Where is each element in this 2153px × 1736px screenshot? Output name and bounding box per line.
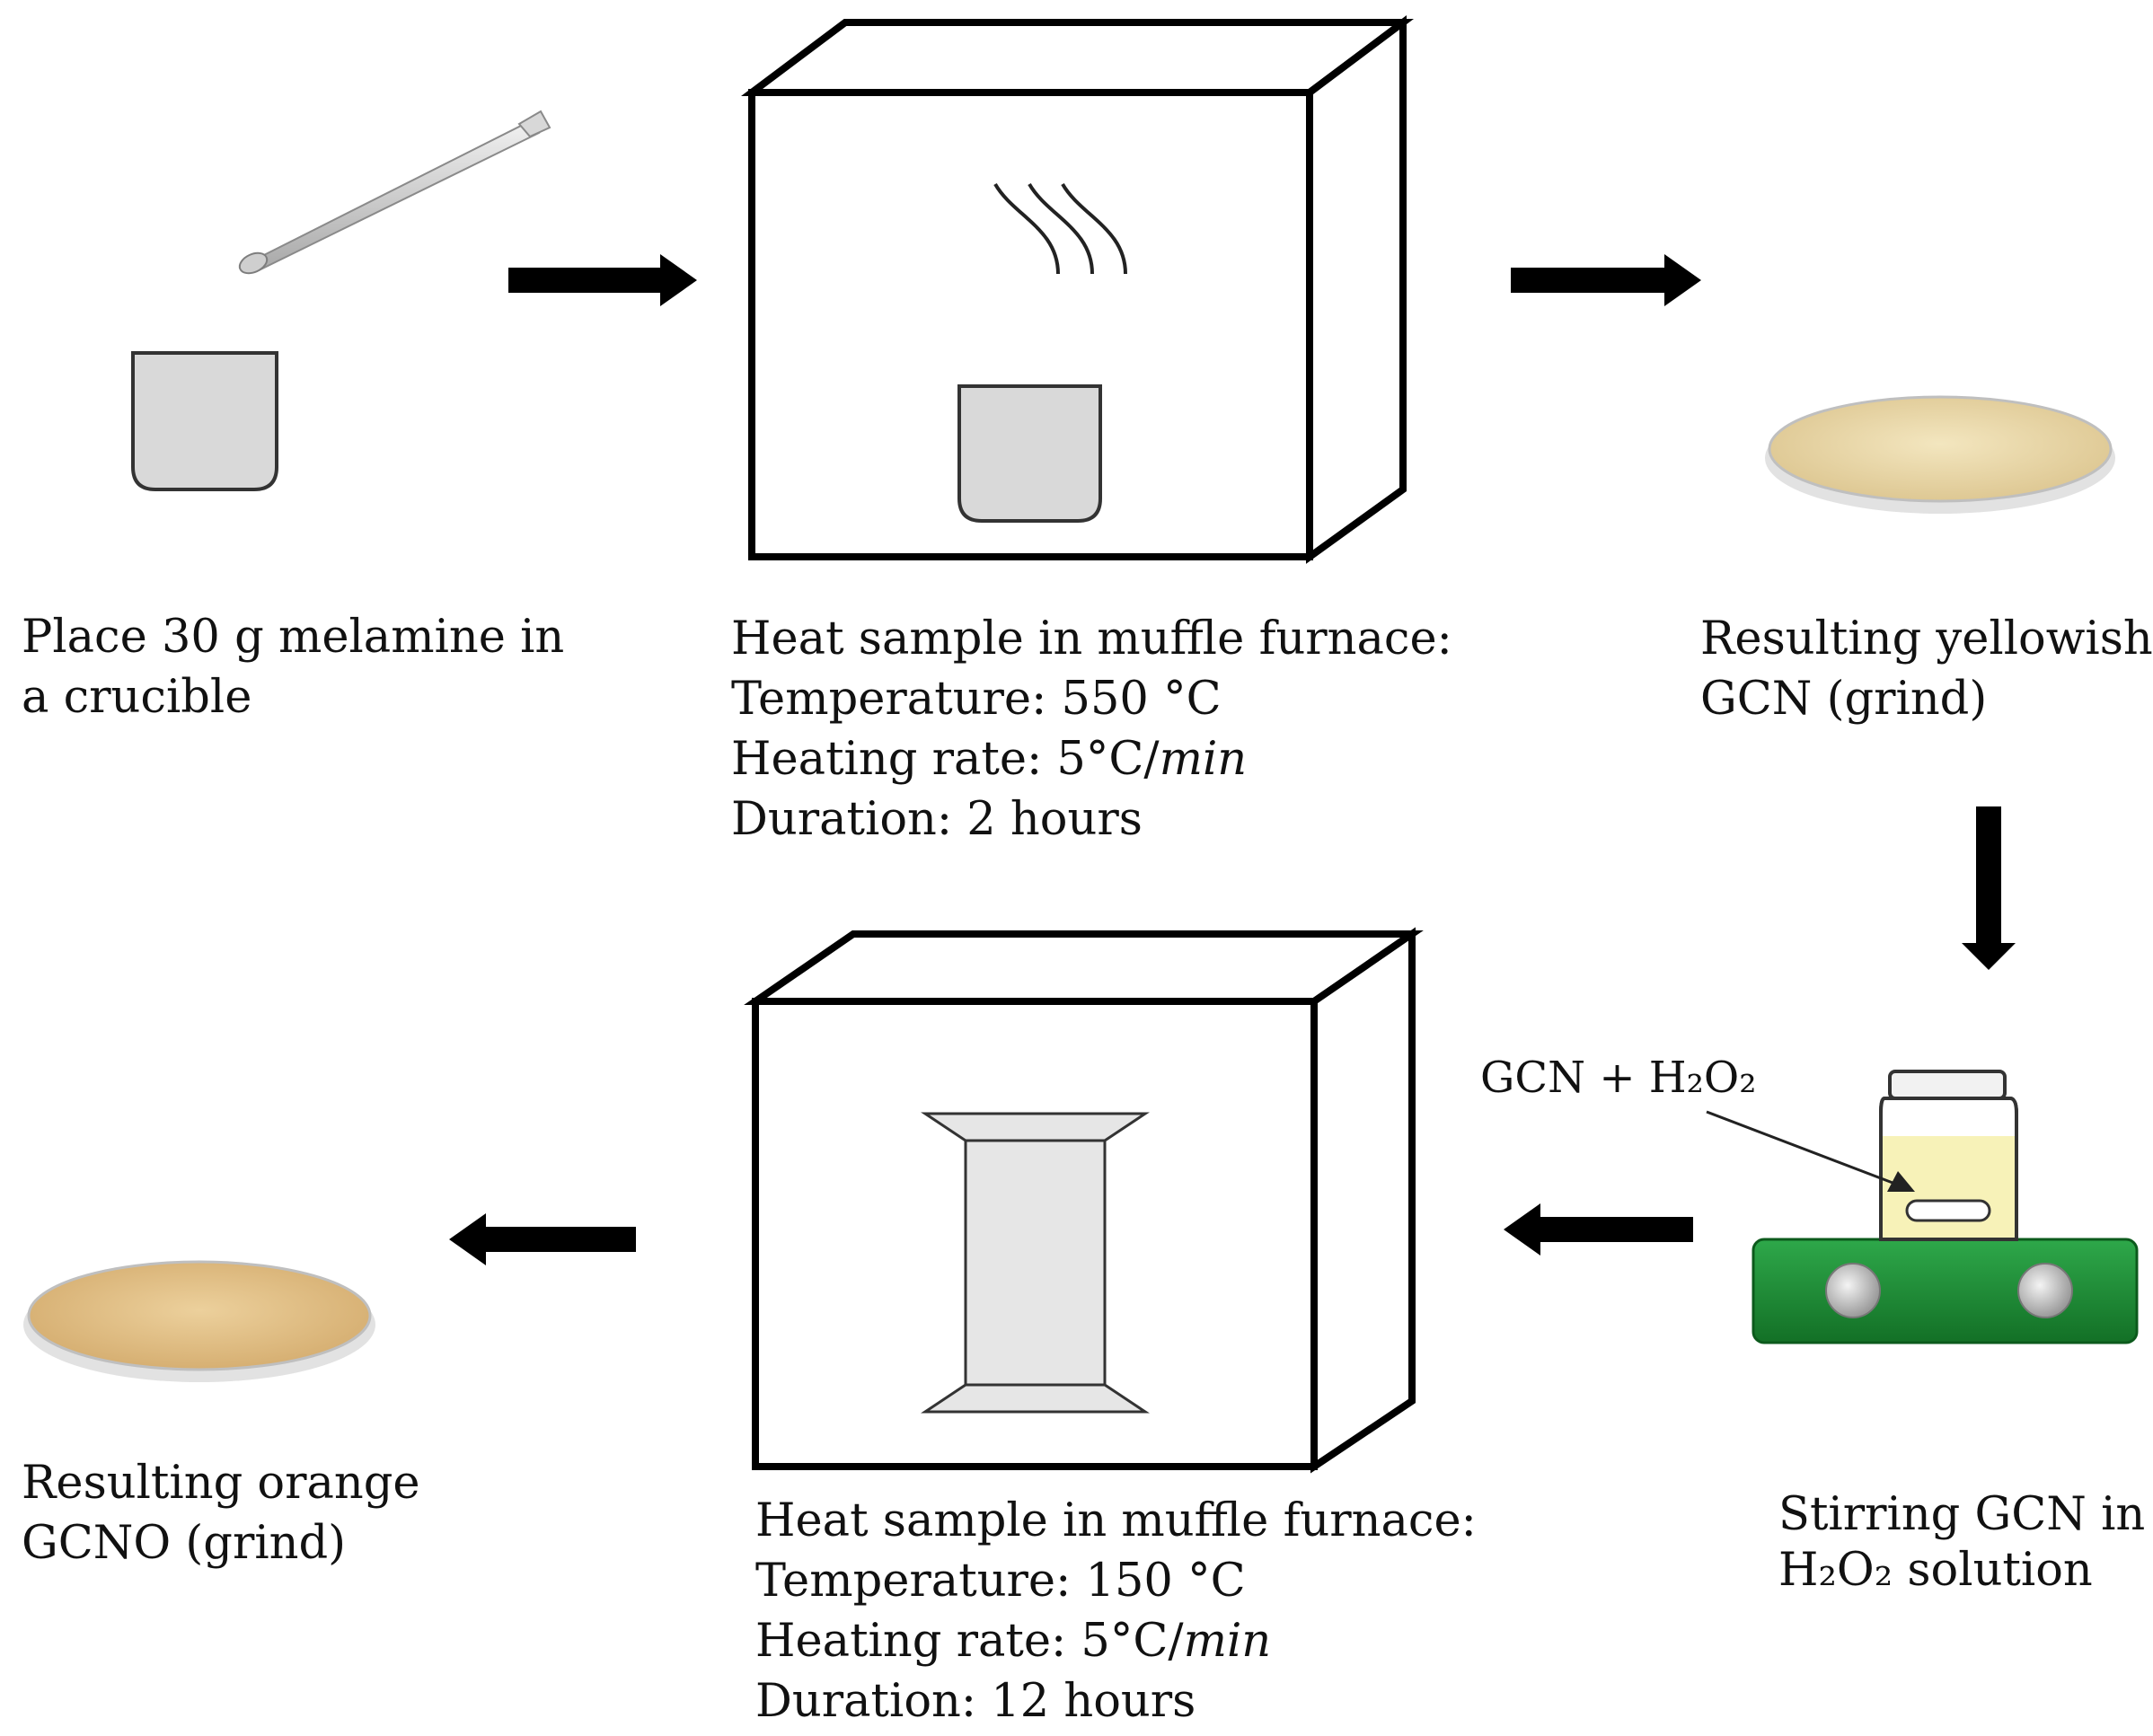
caption-step-3-line-1: Resulting yellowish xyxy=(1700,612,2153,665)
sample-tray-icon xyxy=(921,1112,1150,1414)
gcn-h2o2-label: GCN + H₂O₂ xyxy=(1480,1053,1757,1103)
caption-step-3-line-2: GCN (grind) xyxy=(1700,673,1988,726)
crucible-in-furnace-icon xyxy=(957,384,1102,523)
caption-step-6-line-2: GCNO (grind) xyxy=(22,1517,347,1570)
caption-step-2-title: Heat sample in muffle furnace: xyxy=(731,612,1452,665)
caption-step-2-duration: Duration: 2 hours xyxy=(731,793,1143,846)
crucible-icon xyxy=(131,351,278,491)
caption-step-2-rate-unit: min xyxy=(1159,733,1248,786)
caption-step-5-temperature: Temperature: 150 °C xyxy=(755,1555,1246,1608)
caption-step-2-temperature: Temperature: 550 °C xyxy=(731,673,1222,726)
yellowish-gcn-dish-icon xyxy=(1765,395,2115,514)
caption-step-6: Resulting orange GCNO (grind) xyxy=(22,1453,420,1573)
caption-step-2-heating-rate: Heating rate: 5°C/min xyxy=(731,729,1452,789)
caption-step-1-line-1: Place 30 g melamine in xyxy=(22,611,565,664)
magnetic-stirrer-icon xyxy=(1752,1238,2139,1344)
arrow-left-1 xyxy=(1504,1203,1693,1256)
heat-waves-icon xyxy=(993,182,1127,275)
caption-step-5-rate-prefix: Heating rate: 5°C/ xyxy=(755,1615,1184,1668)
caption-step-2-rate-prefix: Heating rate: 5°C/ xyxy=(731,733,1160,786)
caption-step-5: Heat sample in muffle furnace: Temperatu… xyxy=(755,1491,1477,1732)
arrow-right-2 xyxy=(1511,254,1701,306)
caption-step-1-line-2: a crucible xyxy=(22,671,252,724)
caption-step-4-line-2: H₂O₂ solution xyxy=(1778,1544,2093,1597)
caption-step-1: Place 30 g melamine in a crucible xyxy=(22,607,564,727)
caption-step-5-rate-unit: min xyxy=(1183,1615,1272,1668)
orange-gcno-dish-icon xyxy=(23,1260,375,1382)
caption-step-4: Stirring GCN in H₂O₂ solution xyxy=(1778,1487,2145,1599)
caption-step-4-line-1: Stirring GCN in xyxy=(1778,1488,2146,1541)
caption-step-6-line-1: Resulting orange xyxy=(22,1457,420,1510)
jar-icon xyxy=(1879,1070,2018,1241)
arrow-down xyxy=(1962,806,2016,970)
caption-step-3: Resulting yellowish GCN (grind) xyxy=(1700,609,2153,729)
caption-step-5-duration: Duration: 12 hours xyxy=(755,1675,1196,1728)
spatula-icon xyxy=(238,110,551,275)
caption-step-5-heating-rate: Heating rate: 5°C/min xyxy=(755,1611,1477,1671)
arrow-left-2 xyxy=(449,1213,636,1265)
pointer-arrow xyxy=(1706,1110,1915,1192)
caption-step-5-title: Heat sample in muffle furnace: xyxy=(755,1494,1477,1547)
caption-step-2: Heat sample in muffle furnace: Temperatu… xyxy=(731,609,1452,850)
arrow-right-1 xyxy=(508,254,697,306)
